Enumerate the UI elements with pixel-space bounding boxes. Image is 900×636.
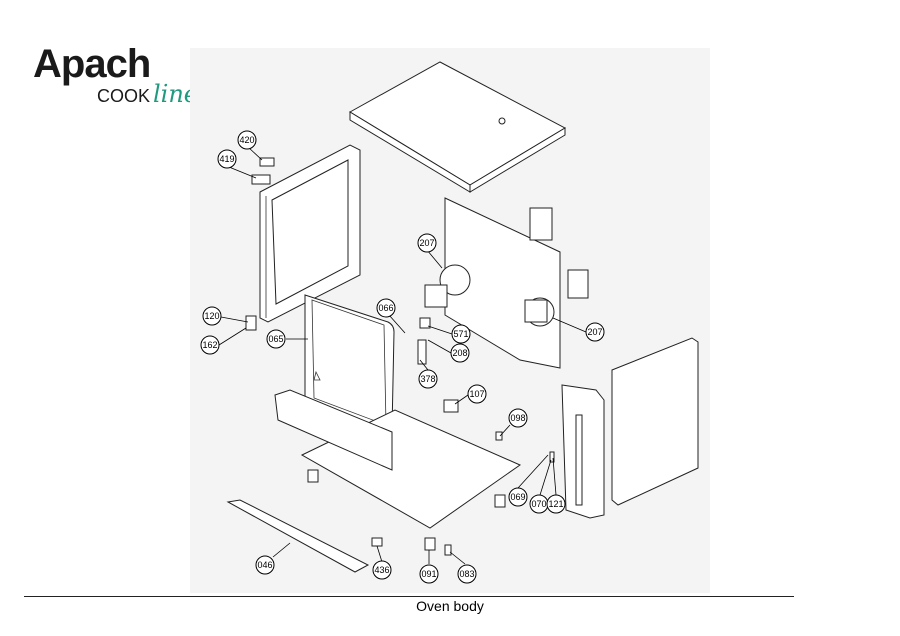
- callout-120: 120: [202, 306, 222, 326]
- callout-label: 083: [459, 569, 474, 579]
- callout-label: 066: [378, 303, 393, 313]
- callout-label: 571: [453, 329, 468, 339]
- callout-label: 065: [268, 334, 283, 344]
- callout-420: 420: [237, 130, 257, 150]
- callout-label: 069: [510, 492, 525, 502]
- apach-cookline-logo: Apach COOK line: [0, 0, 220, 120]
- back-panel: [424, 197, 589, 369]
- right-side-panel: [561, 337, 699, 519]
- top-panel: [349, 61, 567, 193]
- callout-069: 069: [508, 487, 528, 507]
- callout-label: 098: [510, 413, 525, 423]
- callout-070: 070: [529, 494, 549, 514]
- callout-label: 107: [469, 389, 484, 399]
- leader-lines: [218, 146, 587, 565]
- left-side-frame: [259, 144, 361, 323]
- callout-label: 436: [374, 565, 389, 575]
- callout-208: 208: [450, 343, 470, 363]
- callout-207-top: 207: [417, 233, 437, 253]
- callout-066: 066: [376, 298, 396, 318]
- callout-label: 121: [548, 499, 563, 509]
- callout-083: 083: [457, 564, 477, 584]
- callout-label: 162: [202, 340, 217, 350]
- caption-divider: [24, 596, 794, 597]
- small-parts: [245, 157, 555, 556]
- callout-436: 436: [372, 560, 392, 580]
- callout-046: 046: [255, 555, 275, 575]
- callout-label: 120: [204, 311, 219, 321]
- logo-cook: COOK: [97, 86, 151, 106]
- callout-107: 107: [467, 384, 487, 404]
- callout-378: 378: [418, 369, 438, 389]
- callout-207-right: 207: [585, 322, 605, 342]
- logo-brand: Apach: [33, 42, 151, 86]
- callout-571: 571: [451, 324, 471, 344]
- callout-label: 207: [419, 238, 434, 248]
- callout-label: 046: [257, 560, 272, 570]
- callout-162: 162: [200, 335, 220, 355]
- callout-label: 378: [420, 374, 435, 384]
- callout-label: 091: [421, 569, 436, 579]
- callout-label: 208: [452, 348, 467, 358]
- callout-065: 065: [266, 329, 286, 349]
- callout-label: 207: [587, 327, 602, 337]
- callout-419: 419: [217, 149, 237, 169]
- base-tray: [226, 389, 522, 573]
- callout-label: 070: [531, 499, 546, 509]
- callout-label: 420: [239, 135, 254, 145]
- callout-121: 121: [546, 494, 566, 514]
- figure-caption: Oven body: [416, 598, 484, 614]
- callout-091: 091: [419, 564, 439, 584]
- callout-label: 419: [219, 154, 234, 164]
- callout-098: 098: [508, 408, 528, 428]
